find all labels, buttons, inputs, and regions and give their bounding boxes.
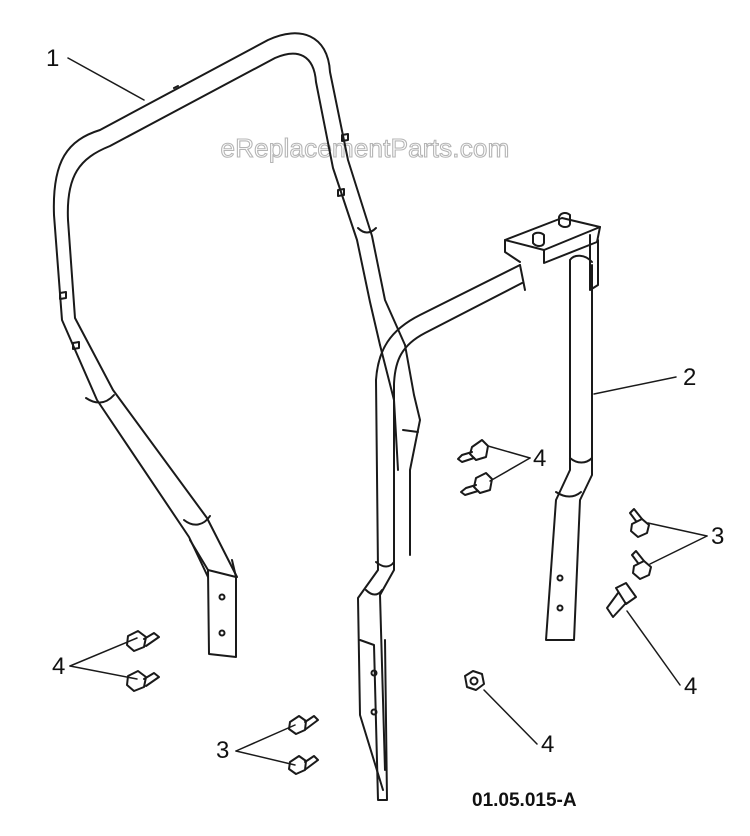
bolt-3-bottom-top	[288, 715, 319, 735]
screw-4-left-bottom	[126, 670, 160, 692]
watermark: eReplacementParts.com	[221, 133, 510, 163]
callout-3-right: 3	[711, 523, 724, 550]
screw-4-lower	[460, 472, 493, 496]
upper-handle-bar	[52, 32, 421, 658]
callout-4-right: 4	[684, 673, 697, 700]
callout-4-bottom: 4	[541, 731, 554, 758]
callout-4-left: 4	[52, 653, 65, 680]
figure-code: 01.05.015-A	[472, 790, 577, 811]
screw-4-upper	[457, 439, 489, 463]
callout-3-bottom: 3	[216, 737, 229, 764]
lower-handle-bar	[357, 211, 601, 801]
hardware	[126, 439, 652, 775]
callout-4-middle: 4	[533, 445, 546, 472]
leader-lines	[67, 57, 708, 766]
callout-1: 1	[46, 45, 59, 72]
bolt-3-right-bottom	[631, 550, 652, 580]
screw-4-right-angled	[606, 582, 637, 618]
screw-4-left-top	[126, 630, 160, 652]
bolt-3-bottom-bottom	[288, 755, 319, 775]
nut-4	[464, 670, 485, 691]
callout-2: 2	[683, 364, 696, 391]
bolt-3-right-top	[629, 508, 650, 538]
